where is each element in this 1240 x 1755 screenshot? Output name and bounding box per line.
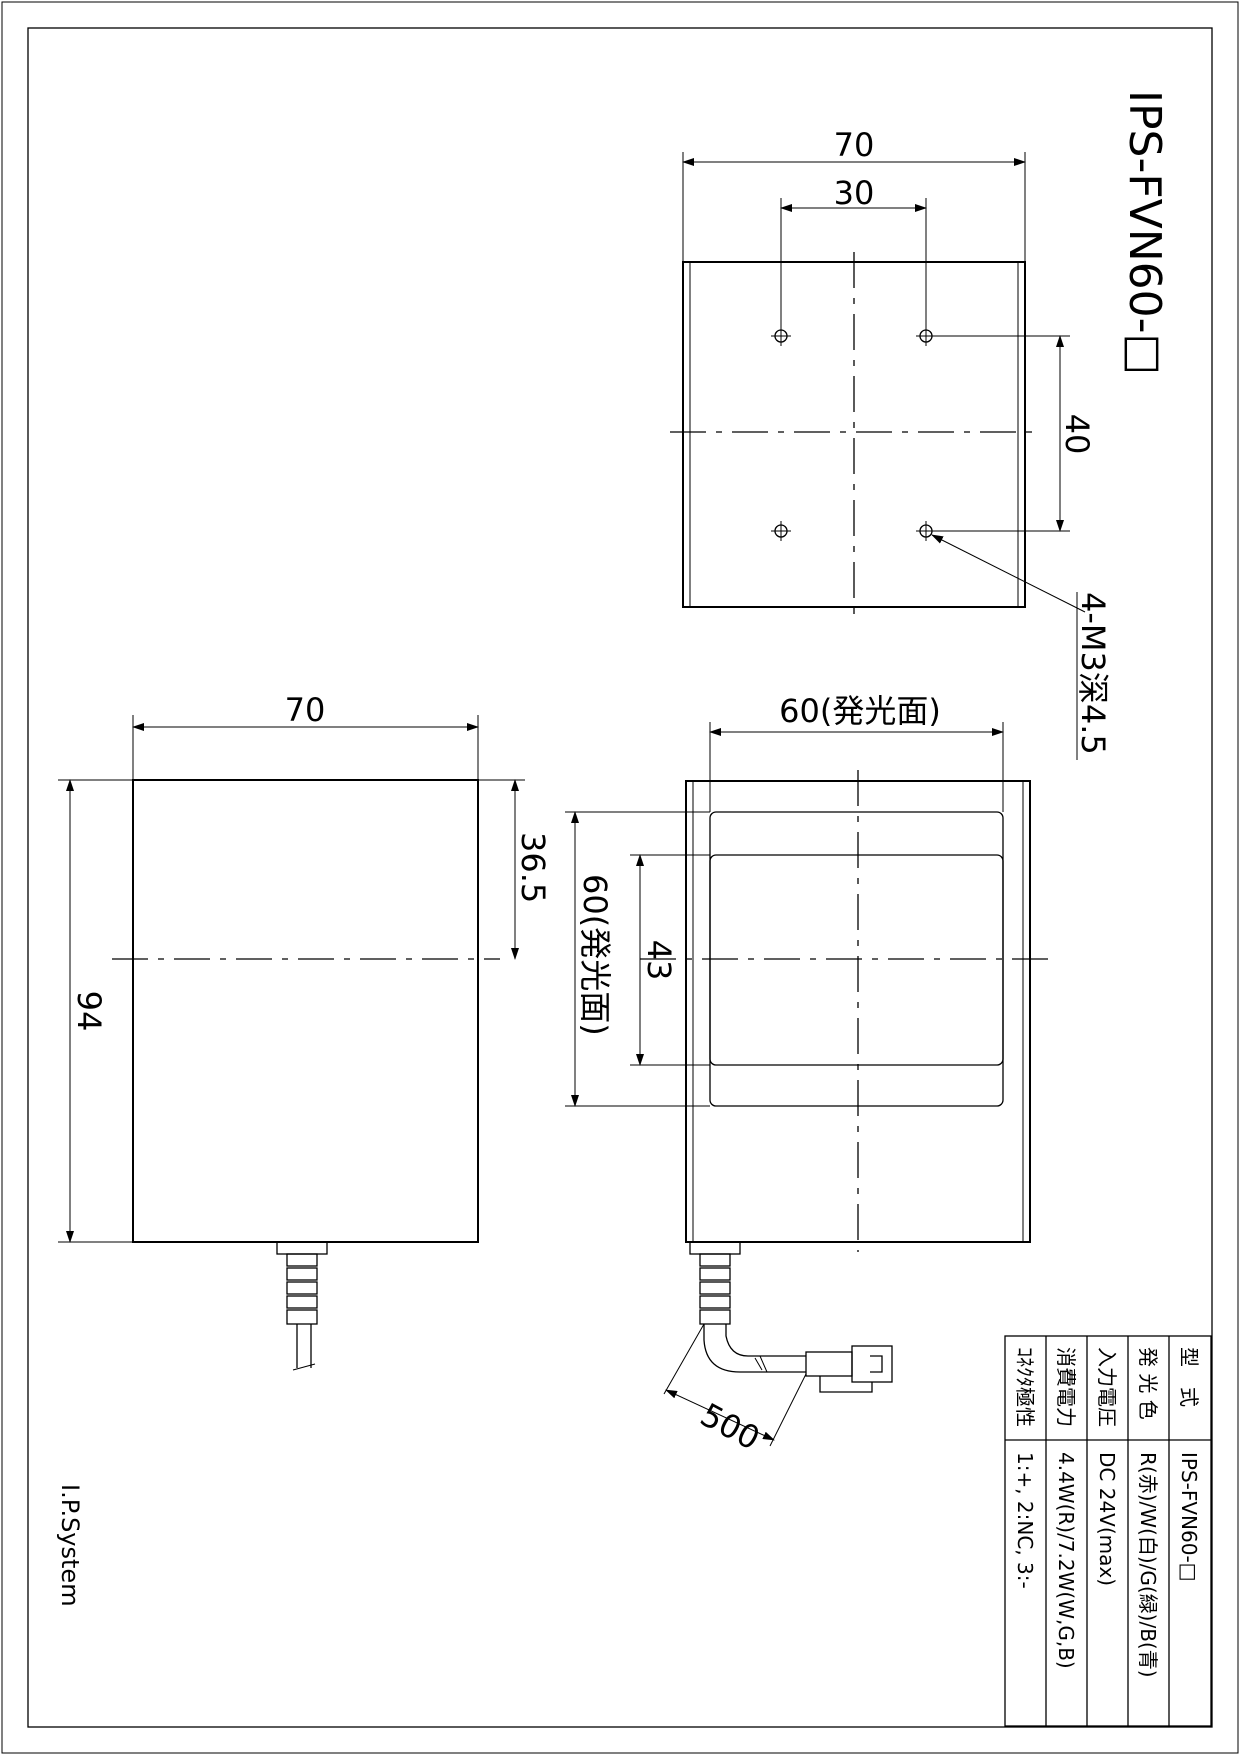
cable-break bbox=[754, 1355, 768, 1373]
inner-border bbox=[27, 27, 1213, 1728]
spec-value-color: R(赤)/W(白)/G(緑)/B(青) bbox=[1136, 1452, 1160, 1678]
dim-side-center: 36.5 bbox=[514, 832, 552, 903]
mounting-hole bbox=[771, 521, 791, 541]
mounting-hole bbox=[916, 521, 936, 541]
connector-housing bbox=[851, 1345, 893, 1383]
cable bbox=[703, 1324, 806, 1373]
cable-boot bbox=[699, 1253, 731, 1325]
dim-hole-pitch-y: 40 bbox=[1058, 414, 1096, 455]
front-view: 60(発光面) 60(発光面) 43 500 bbox=[565, 692, 1050, 1458]
spec-value-voltage: DC 24V(max) bbox=[1095, 1452, 1119, 1586]
dim-side-height: 94 bbox=[70, 991, 108, 1032]
dim-extension bbox=[663, 1323, 705, 1395]
dim-emit-height: 60(発光面) bbox=[576, 874, 614, 1036]
connector-foot bbox=[819, 1376, 873, 1393]
back-view: 70 30 40 4-M3深4.5 bbox=[670, 126, 1112, 760]
dim-side-width: 70 bbox=[285, 691, 326, 729]
cable-strain-relief bbox=[276, 1241, 328, 1255]
company-name: I.P.System bbox=[56, 1484, 84, 1607]
spec-table: 型 式 IPS-FVN60-□ 発 光 色 R(赤)/W(白)/G(緑)/B(青… bbox=[1004, 1335, 1212, 1727]
dim-cable-length: 500 bbox=[694, 1396, 766, 1458]
spec-value-polarity: 1:+, 2:NC, 3:- bbox=[1013, 1452, 1037, 1589]
cable-boot bbox=[286, 1253, 318, 1325]
spec-label-polarity: ｺﾈｸﾀ極性 bbox=[1013, 1347, 1037, 1427]
spec-label-voltage: 入力電圧 bbox=[1095, 1347, 1119, 1427]
mounting-hole bbox=[771, 326, 791, 346]
dim-emit-width: 60(発光面) bbox=[779, 692, 941, 730]
side-view: 70 94 36.5 bbox=[58, 691, 552, 1371]
cable-break bbox=[292, 1363, 316, 1371]
dim-hole-pitch-x: 30 bbox=[834, 174, 875, 212]
spec-label-power: 消費電力 bbox=[1054, 1347, 1078, 1427]
connector bbox=[805, 1351, 853, 1377]
dim-back-width: 70 bbox=[834, 126, 875, 164]
cable bbox=[725, 1324, 806, 1357]
side-view-body bbox=[132, 779, 479, 1243]
dim-line-cable bbox=[665, 1389, 775, 1441]
connector-latch bbox=[870, 1355, 883, 1373]
drawing-title: IPS-FVN60-□ bbox=[1119, 90, 1170, 375]
hole-callout-leader bbox=[931, 534, 1086, 613]
spec-label-color: 発 光 色 bbox=[1136, 1347, 1160, 1420]
emitting-window-inner bbox=[709, 854, 1004, 1066]
spec-label-model: 型 式 bbox=[1177, 1347, 1201, 1407]
mounting-hole bbox=[916, 326, 936, 346]
back-view-body bbox=[682, 261, 1026, 608]
dim-inner-height: 43 bbox=[640, 940, 678, 981]
spec-value-model: IPS-FVN60-□ bbox=[1177, 1452, 1201, 1582]
dim-extension bbox=[769, 1373, 807, 1447]
spec-value-power: 4.4W(R)/7.2W(W,G,B) bbox=[1054, 1452, 1078, 1669]
cable-strain-relief bbox=[689, 1241, 741, 1255]
hole-callout: 4-M3深4.5 bbox=[1074, 592, 1112, 755]
